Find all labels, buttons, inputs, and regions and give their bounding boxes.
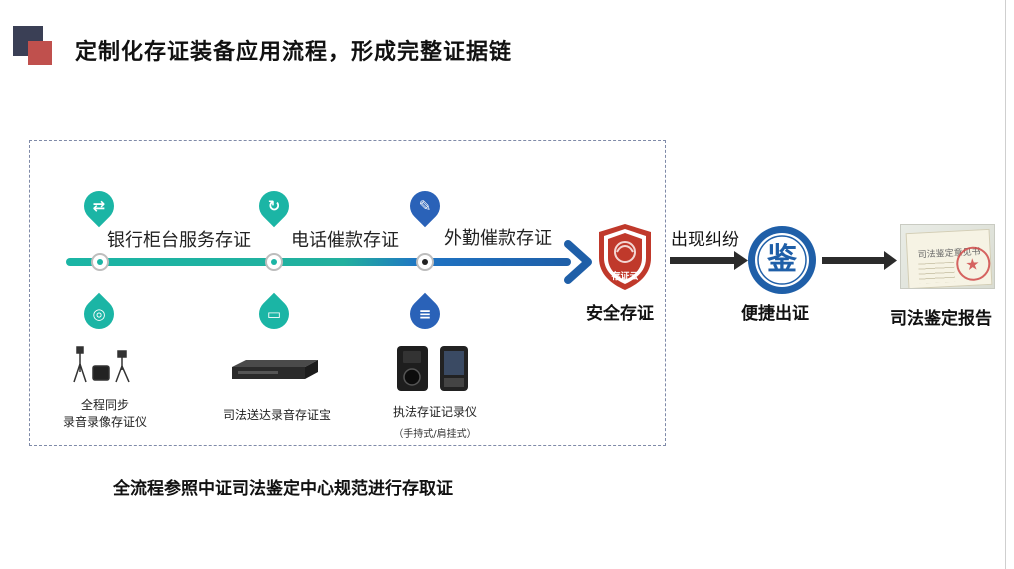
device-caption-3: 执法存证记录仪 — [392, 405, 477, 419]
device-caption-1-line-2: 录音录像存证仪 — [62, 415, 147, 429]
slide-edge-line — [1005, 0, 1006, 569]
step-pin-field: ✎ — [403, 184, 447, 228]
dispute-label: 出现纠纷 — [671, 230, 739, 250]
exchange-arrows-icon: ⇄ — [92, 197, 106, 215]
flow-node-3 — [416, 253, 434, 271]
red-seal-icon: ★ — [955, 245, 992, 282]
flow-node-2 — [265, 253, 283, 271]
flow-line — [66, 258, 571, 266]
camera-lens-icon: ◎ — [92, 305, 106, 323]
connector-arrow-2-head — [884, 251, 897, 270]
secure-label: 安全存证 — [586, 304, 654, 324]
tripod-recorder-image — [73, 346, 130, 383]
device-caption-3-sub: （手持式/肩挂式） — [393, 429, 477, 440]
report-label: 司法鉴定报告 — [890, 309, 992, 329]
flow-arrow-head — [564, 240, 592, 284]
title-decoration-red — [28, 41, 52, 65]
report-paper: 司法鉴定意见书 ★ — [905, 228, 993, 288]
fax-icon: ▭ — [266, 305, 282, 323]
secure-badge-text: 存证云 — [611, 272, 639, 282]
process-frame — [29, 140, 666, 446]
connector-arrow-2 — [822, 257, 884, 264]
flow-node-1 — [91, 253, 109, 271]
device-caption-1-line-1: 全程同步 — [80, 398, 129, 412]
seal-character: 鉴 — [767, 242, 797, 277]
step-label-bank-counter: 银行柜台服务存证 — [107, 230, 251, 251]
step-pin-phone: ↻ — [252, 184, 296, 228]
device-caption-2: 司法送达录音存证宝 — [222, 408, 331, 422]
page-title: 定制化存证装备应用流程，形成完整证据链 — [75, 40, 513, 65]
footer-note: 全流程参照中证司法鉴定中心规范进行存取证 — [113, 479, 453, 499]
device-pin-3: ≡ — [403, 292, 447, 336]
device-caption-1: 全程同步 录音录像存证仪 — [55, 397, 155, 431]
refresh-icon: ↻ — [267, 197, 281, 215]
connector-arrow-1 — [670, 257, 734, 264]
device-pin-2: ▭ — [252, 292, 296, 336]
certify-label: 便捷出证 — [741, 304, 809, 324]
device-pin-1: ◎ — [77, 292, 121, 336]
step-label-field-collection: 外勤催款存证 — [444, 228, 552, 249]
step-pin-bank: ⇄ — [77, 184, 121, 228]
connector-arrow-1-head — [734, 251, 748, 270]
document-icon: ≡ — [418, 305, 432, 323]
shield-icon — [599, 224, 651, 290]
wrench-icon: ✎ — [418, 197, 432, 215]
rack-recorder-image — [232, 360, 318, 379]
step-label-phone-collection: 电话催款存证 — [291, 230, 399, 251]
forensic-report-image: 司法鉴定意见书 ★ — [900, 224, 995, 289]
forensic-seal-icon — [748, 226, 816, 294]
body-camera-image — [397, 346, 468, 391]
